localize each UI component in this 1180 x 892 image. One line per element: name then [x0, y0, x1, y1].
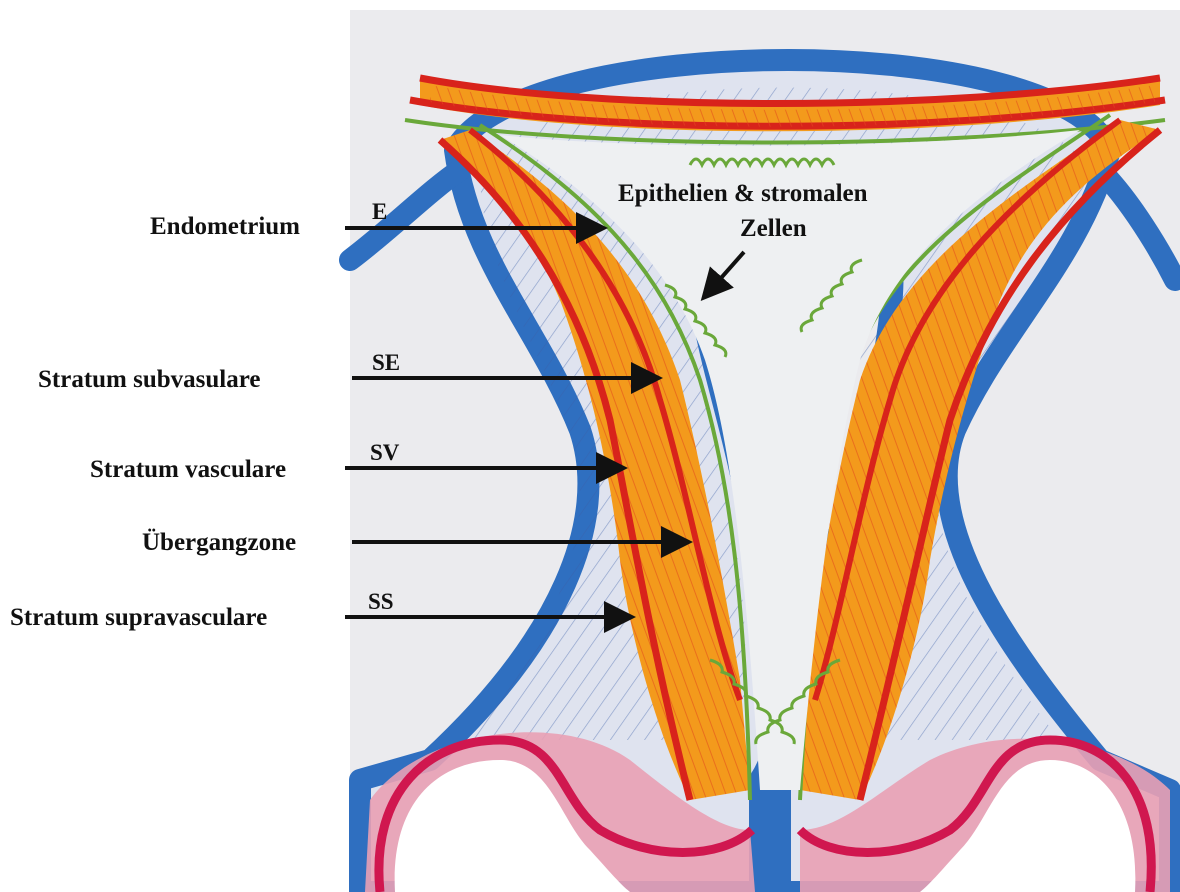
- abbr-sv: SV: [370, 441, 399, 464]
- label-stratum-subvasulare: Stratum subvasulare: [38, 367, 261, 392]
- label-endometrium: Endometrium: [150, 214, 300, 239]
- label-stratum-supravasculare: Stratum supravasculare: [10, 605, 267, 630]
- label-epithelien-line1: Epithelien & stromalen: [618, 181, 868, 206]
- abbr-se: SE: [372, 351, 400, 374]
- abbr-ss: SS: [368, 590, 394, 613]
- label-epithelien-line2: Zellen: [740, 216, 807, 241]
- label-uebergangzone: Übergangzone: [142, 530, 296, 555]
- abbr-e: E: [372, 200, 387, 223]
- label-stratum-vasculare: Stratum vasculare: [90, 457, 286, 482]
